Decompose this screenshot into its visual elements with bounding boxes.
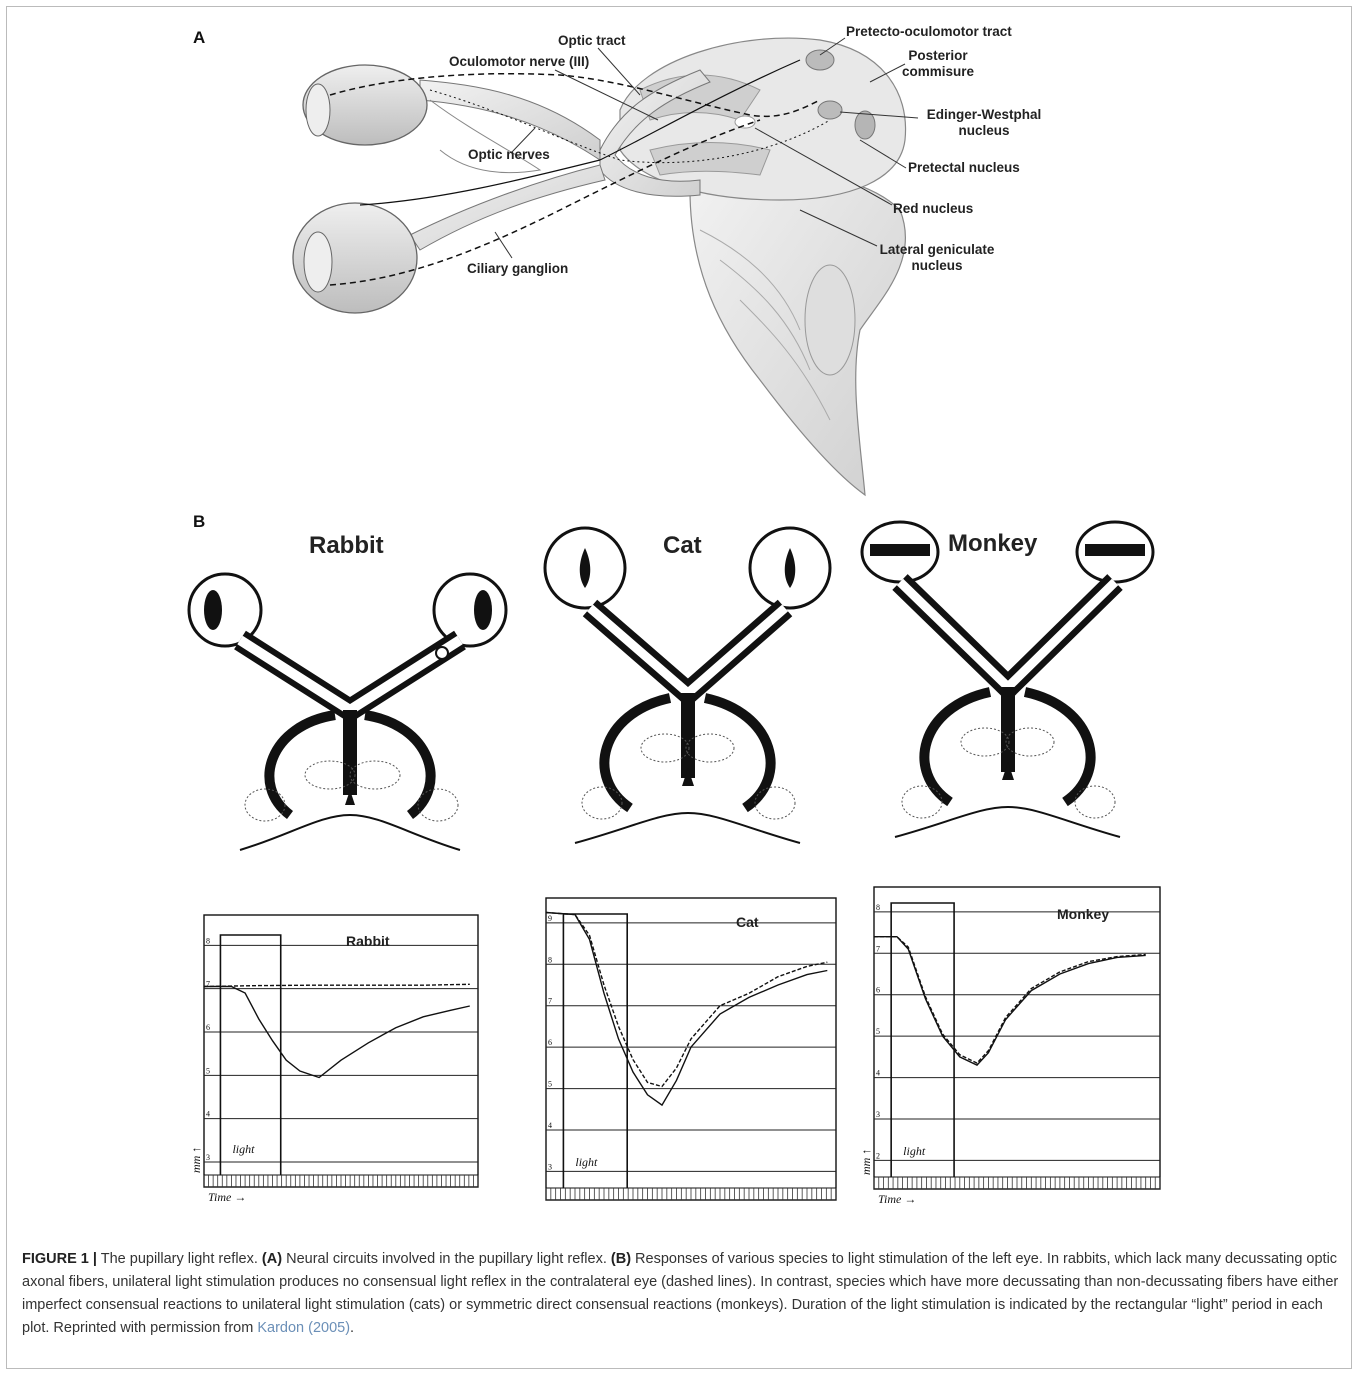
- label-lgn-line2: nucleus: [873, 258, 1001, 274]
- y-tick-label: 8: [876, 903, 880, 912]
- y-tick-label: 4: [548, 1121, 552, 1130]
- mm-axis-label: mm ↑: [192, 1147, 203, 1173]
- y-tick-label: 8: [548, 955, 552, 964]
- y-tick-label: 3: [206, 1153, 210, 1162]
- label-lgn-line1: Lateral geniculate: [873, 242, 1001, 258]
- time-axis-label: Time →: [878, 1192, 916, 1206]
- y-tick-label: 6: [876, 986, 880, 995]
- lower-optic-nerve: [410, 165, 605, 250]
- label-ciliary-ganglion: Ciliary ganglion: [467, 261, 568, 277]
- mm-axis-label: mm ↑: [860, 1149, 873, 1175]
- rabbit-pathway-diagram: [180, 565, 520, 875]
- label-red-nucleus: Red nucleus: [893, 201, 973, 217]
- y-tick-label: 2: [876, 1151, 880, 1160]
- label-pretecto-oculomotor-tract: Pretecto-oculomotor tract: [846, 24, 1012, 40]
- caption-a-text: Neural circuits involved in the pupillar…: [282, 1251, 611, 1267]
- label-edinger-westphal: Edinger-Westphal nucleus: [922, 107, 1046, 139]
- light-label: light: [903, 1144, 926, 1158]
- y-tick-label: 5: [876, 1027, 880, 1036]
- caption-end: .: [350, 1320, 354, 1336]
- label-optic-tract: Optic tract: [558, 33, 626, 49]
- y-tick-label: 7: [548, 997, 552, 1006]
- label-optic-nerves: Optic nerves: [468, 147, 550, 163]
- species-title-rabbit: Rabbit: [309, 532, 384, 560]
- chart-title-cat: Cat: [736, 914, 759, 930]
- cat-pathway-diagram: [540, 518, 840, 848]
- brain-anatomy-illustration: [0, 0, 1360, 500]
- label-edinger-westphal-line2: nucleus: [922, 123, 1046, 139]
- y-tick-label: 7: [206, 980, 210, 989]
- light-label: light: [232, 1142, 255, 1156]
- panel-b-letter: B: [193, 512, 205, 532]
- label-pretectal-nucleus: Pretectal nucleus: [908, 160, 1020, 176]
- chart-title-monkey: Monkey: [1057, 906, 1109, 922]
- label-posterior-commisure: Posterior commisure: [898, 48, 978, 80]
- figure-caption: FIGURE 1 | The pupillary light reflex. (…: [22, 1248, 1342, 1340]
- label-oculomotor-nerve: Oculomotor nerve (III): [449, 54, 589, 70]
- cat-chart: 9 8 7 6 5 4 3 light: [540, 893, 840, 1208]
- caption-a-label: (A): [262, 1251, 282, 1267]
- y-tick-label: 5: [548, 1080, 552, 1089]
- y-tick-label: 9: [548, 914, 552, 923]
- light-label: light: [575, 1155, 598, 1169]
- y-tick-label: 7: [876, 944, 880, 953]
- caption-b-label: (B): [611, 1251, 631, 1267]
- caption-intro: The pupillary light reflex.: [97, 1251, 262, 1267]
- caption-figure-label: FIGURE 1 |: [22, 1251, 97, 1267]
- label-lateral-geniculate-nucleus: Lateral geniculate nucleus: [873, 242, 1001, 274]
- y-tick-label: 3: [876, 1110, 880, 1119]
- y-tick-label: 8: [206, 936, 210, 945]
- caption-reference-link[interactable]: Kardon (2005): [257, 1320, 350, 1336]
- label-edinger-westphal-line1: Edinger-Westphal: [922, 107, 1046, 123]
- time-axis-label: Time →: [208, 1190, 246, 1204]
- y-tick-label: 5: [206, 1066, 210, 1075]
- y-tick-label: 4: [876, 1069, 880, 1078]
- monkey-pathway-diagram: [860, 512, 1160, 842]
- brainstem-shape: [690, 173, 905, 495]
- y-tick-label: 6: [206, 1023, 210, 1032]
- y-tick-label: 4: [206, 1110, 210, 1119]
- label-posterior-commisure-line2: commisure: [898, 64, 978, 80]
- chart-title-rabbit: Rabbit: [346, 933, 390, 949]
- y-tick-label: 6: [548, 1038, 552, 1047]
- label-posterior-commisure-line1: Posterior: [898, 48, 978, 64]
- y-tick-label: 3: [548, 1162, 552, 1171]
